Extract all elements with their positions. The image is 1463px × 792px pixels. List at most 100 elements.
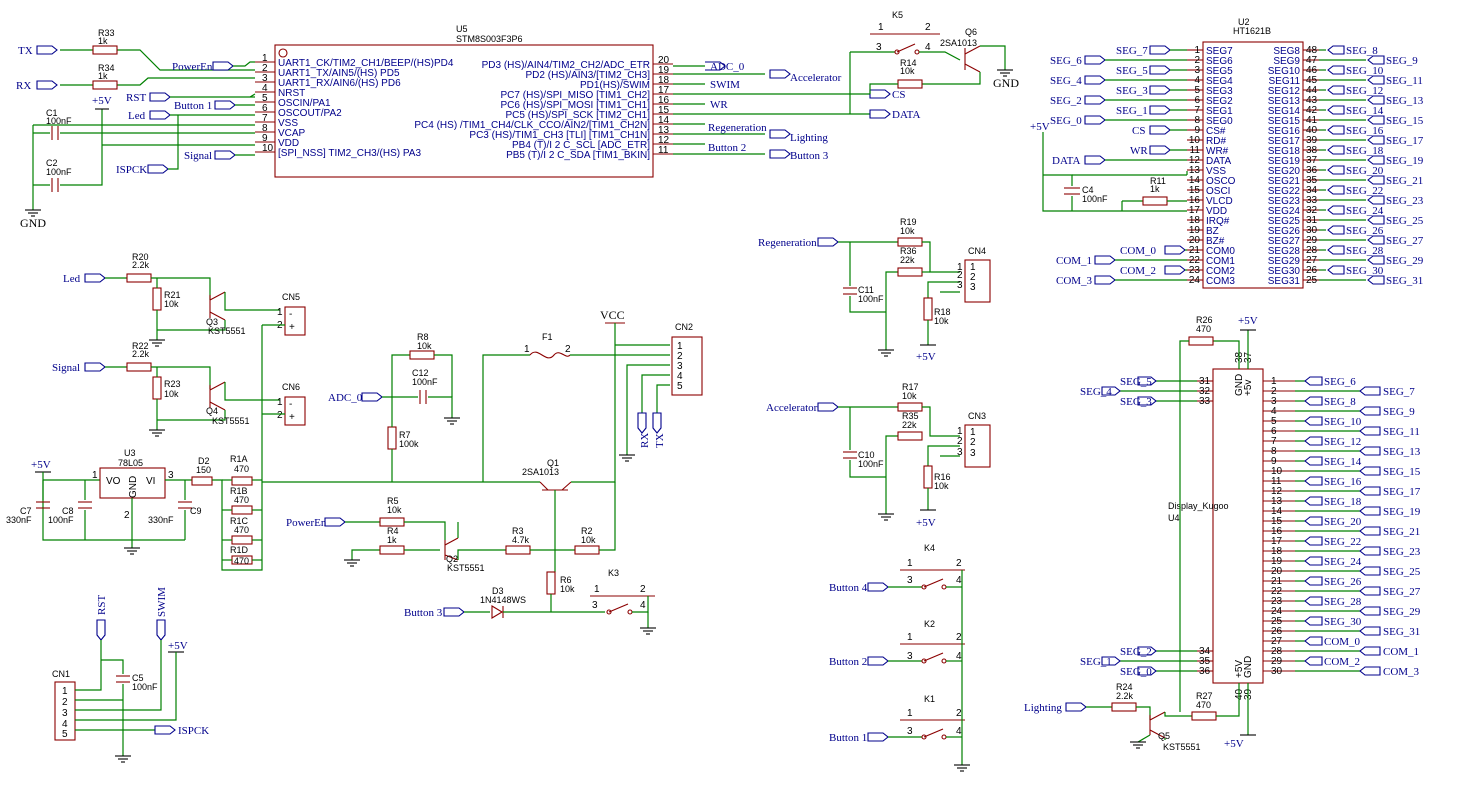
u2-pin-name: SEG30	[1268, 266, 1301, 277]
u2-pin-name: SEG7	[1206, 46, 1233, 57]
r6-val: 10k	[560, 584, 575, 594]
r36-val: 22k	[900, 255, 915, 265]
u4-net-flag	[1359, 426, 1381, 436]
r8-ref: R8	[417, 332, 429, 342]
u4-net-label: SEG_26	[1324, 576, 1362, 588]
u2-net-flag	[1327, 185, 1345, 195]
svg-text:4: 4	[640, 600, 646, 611]
u5-pin-number: 11	[658, 145, 669, 156]
svg-text:1: 1	[277, 397, 283, 408]
adc0-flag	[361, 392, 383, 402]
u5-pin-number: 6	[262, 103, 268, 114]
u5-right-wiring: ADC_0 Accelerator SWIM CS WR DATA Regene…	[673, 61, 921, 162]
u2-net-flag	[1164, 265, 1186, 275]
u2-pin-name: SEG29	[1268, 256, 1301, 267]
u4-ref: U4	[1168, 513, 1180, 523]
cn4-ref: CN4	[968, 246, 986, 256]
svg-text:1: 1	[957, 262, 963, 273]
c5-val: 100nF	[132, 682, 158, 692]
r35-body	[897, 431, 923, 441]
p5v-label-u5: +5V	[92, 95, 112, 107]
u2-part: HT1621B	[1233, 26, 1271, 36]
u4-pin-number: 19	[1271, 556, 1283, 567]
u2-net-flag	[1164, 245, 1186, 255]
u4-net-label: SEG_21	[1383, 526, 1420, 538]
u2-pin-name: COM3	[1206, 276, 1235, 287]
u3-vi: VI	[146, 476, 155, 487]
u4-net-label: SEG_3	[1120, 396, 1152, 408]
r14-body	[897, 79, 923, 89]
rst-flag-u5	[149, 92, 171, 102]
r1b-body	[231, 505, 253, 515]
svg-text:3: 3	[62, 708, 68, 719]
u2-pin-name: SEG1	[1206, 106, 1233, 117]
u2-net-flag	[1367, 235, 1385, 245]
svg-text:2: 2	[565, 344, 571, 355]
r14-val: 10k	[900, 66, 915, 76]
u2-net-label: SEG_3	[1116, 85, 1148, 97]
u4-net-flag	[1304, 616, 1323, 626]
q1-part: 2SA1013	[522, 467, 559, 477]
d3-val: 1N4148WS	[480, 595, 526, 605]
svg-text:2: 2	[62, 697, 68, 708]
r5-body	[379, 517, 405, 527]
u4-net-label: SEG_5	[1120, 376, 1152, 388]
poweren-label: PowerEn	[286, 517, 327, 529]
u2-net-label: SEG_4	[1050, 75, 1082, 87]
u4-pin-number: 16	[1271, 526, 1283, 537]
u2-pin-number: 42	[1306, 105, 1318, 116]
led-label-u5: Led	[128, 110, 146, 122]
u2-pin-number: 37	[1306, 155, 1318, 166]
u2-net-label: SEG_18	[1346, 145, 1384, 157]
u2-pin-name: SEG5	[1206, 66, 1233, 77]
u2-body	[1202, 41, 1304, 289]
regeneration-input: Regeneration R19 10k C11 100nF R36 22k R…	[758, 217, 991, 363]
k1-switch: K1 1 2 3 4 Button 1	[829, 694, 965, 744]
u4-net-flag	[1359, 646, 1381, 656]
r1b-val: 470	[234, 495, 249, 505]
u4-net-flag	[1359, 546, 1381, 556]
u4-net-flag	[1359, 566, 1381, 576]
gnd-symbol-buttons	[954, 764, 970, 772]
u4-net-label: SEG_9	[1383, 406, 1415, 418]
r26-val: 470	[1196, 324, 1211, 334]
u2-pin-name: SEG16	[1268, 126, 1301, 137]
lighting-flag	[1065, 702, 1087, 712]
u2-net-flag	[1327, 45, 1345, 55]
u2-net-flag	[1094, 275, 1116, 285]
u2-pin-number: 18	[1189, 215, 1201, 226]
u4-net-flag	[1359, 386, 1381, 396]
u4-pin-number: 4	[1271, 406, 1277, 417]
u2-pin-number: 30	[1306, 225, 1318, 236]
u4-pin-number: 25	[1271, 616, 1283, 627]
u2-pin-name: VDD	[1206, 206, 1227, 217]
r34-body	[92, 80, 118, 90]
r23-val: 10k	[164, 389, 179, 399]
u4-pin-number: 34	[1199, 646, 1211, 657]
u4-net-flag	[1137, 666, 1157, 676]
u2-pin-name: WR#	[1206, 146, 1229, 157]
r20-body	[126, 273, 152, 283]
u4-net-flag	[1304, 456, 1323, 466]
svg-text:3: 3	[592, 600, 598, 611]
r17-val: 10k	[902, 391, 917, 401]
u4-pin-number: 29	[1271, 656, 1283, 667]
u2-pin-name: SEG13	[1268, 96, 1301, 107]
q1-ref: Q1	[547, 458, 559, 468]
u4-net-flag	[1359, 666, 1381, 676]
svg-text:2: 2	[277, 410, 283, 421]
u2-pin-number: 8	[1194, 115, 1200, 126]
u4-pin-number: 33	[1199, 396, 1211, 407]
q5-ref: Q5	[1158, 731, 1170, 741]
u5-pin-name: PD2 (HS)/AIN3/[TIM2_CH3]	[526, 70, 651, 81]
u2-pin-number: 26	[1306, 265, 1318, 276]
u2-net-flag	[1367, 195, 1385, 205]
r3-val: 4.7k	[512, 535, 530, 545]
u2-net-label: SEG_7	[1116, 45, 1148, 57]
u2-net-label: SEG_22	[1346, 185, 1383, 197]
r6-ref: R6	[560, 575, 572, 585]
u2-pin-number: 36	[1306, 165, 1318, 176]
q6-part: 2SA1013	[940, 38, 977, 48]
svg-text:-: -	[289, 399, 292, 410]
poweren-label-u5: PowerEn	[172, 61, 213, 73]
